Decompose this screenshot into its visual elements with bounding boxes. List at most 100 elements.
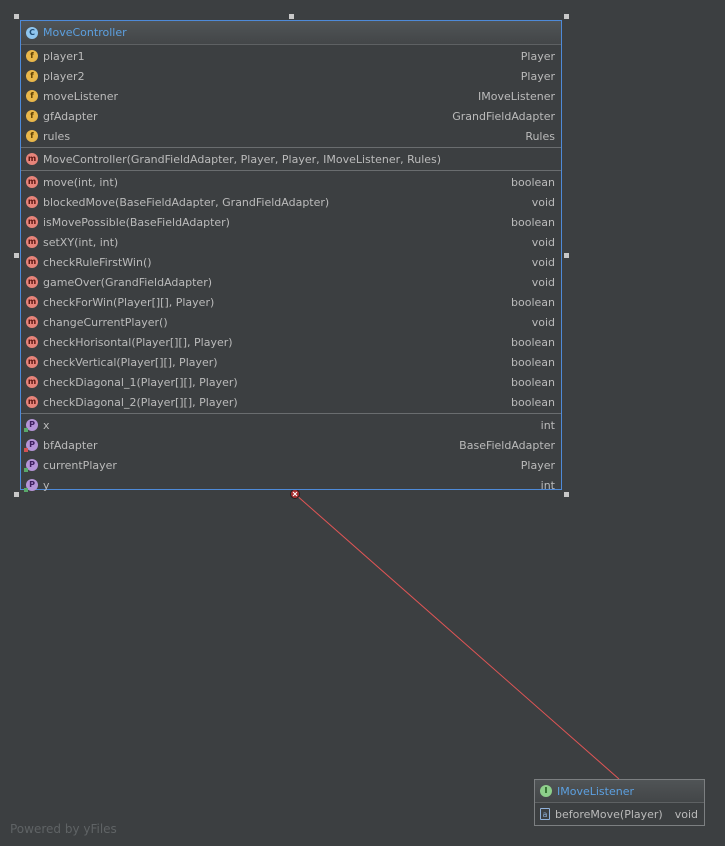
member-name: beforeMove(Player) xyxy=(555,807,663,821)
method-icon: m xyxy=(26,376,38,388)
member-name: moveListener xyxy=(43,89,118,103)
method-icon: m xyxy=(26,216,38,228)
member-name: gfAdapter xyxy=(43,109,98,123)
member-type: boolean xyxy=(511,335,555,349)
method-icon: m xyxy=(26,296,38,308)
member-name: bfAdapter xyxy=(43,438,98,452)
method-icon: m xyxy=(26,256,38,268)
member-name: checkVertical(Player[][], Player) xyxy=(43,355,218,369)
field-icon: f xyxy=(26,50,38,62)
member-name: setXY(int, int) xyxy=(43,235,119,249)
property-icon: P xyxy=(24,459,38,472)
resize-handle-se[interactable] xyxy=(564,492,569,497)
member-type: boolean xyxy=(511,355,555,369)
interface-header[interactable]: I IMoveListener xyxy=(535,780,704,803)
member-type: int xyxy=(540,478,555,492)
public-access-icon xyxy=(24,488,28,492)
method-row[interactable]: m checkHorisontal(Player[][], Player) bool… xyxy=(21,332,561,352)
member-name: checkDiagonal_2(Player[][], Player) xyxy=(43,395,238,409)
member-name: rules xyxy=(43,129,71,143)
method-icon: m xyxy=(26,196,38,208)
field-icon: f xyxy=(26,90,38,102)
member-type: BaseFieldAdapter xyxy=(459,438,555,452)
field-row[interactable]: f moveListener IMoveListener xyxy=(21,86,561,106)
member-type: GrandFieldAdapter xyxy=(452,109,555,123)
member-type: boolean xyxy=(511,375,555,389)
member-type: Rules xyxy=(525,129,555,143)
methods-section: m move(int, int) boolean m blockedMove(BaseF… xyxy=(21,171,561,414)
member-type: void xyxy=(531,255,555,269)
class-icon: C xyxy=(26,26,38,39)
member-type: int xyxy=(540,418,555,432)
field-row[interactable]: f gfAdapter GrandFieldAdapter xyxy=(21,106,561,126)
member-name: blockedMove(BaseFieldAdapter, GrandField… xyxy=(43,195,330,209)
member-name: changeCurrentPlayer() xyxy=(43,315,168,329)
member-type: boolean xyxy=(511,175,555,189)
resize-handle-w[interactable] xyxy=(14,253,19,258)
field-icon: f xyxy=(26,110,38,122)
method-row[interactable]: m move(int, int) boolean xyxy=(21,172,561,192)
member-name: player2 xyxy=(43,69,85,83)
field-icon: f xyxy=(26,130,38,142)
powered-by-label: Powered by yFiles xyxy=(10,822,117,836)
resize-handle-nw[interactable] xyxy=(14,14,19,19)
method-icon: m xyxy=(26,336,38,348)
member-type: IMoveListener xyxy=(478,89,555,103)
class-name: MoveController xyxy=(43,26,127,39)
method-row[interactable]: m checkDiagonal_1(Player[][], Player) bool… xyxy=(21,372,561,392)
property-icon: P xyxy=(24,439,38,452)
association-line[interactable] xyxy=(294,493,620,780)
property-icon: P xyxy=(24,419,38,432)
member-type: void xyxy=(674,807,698,821)
member-name: gameOver(GrandFieldAdapter) xyxy=(43,275,213,289)
method-icon: m xyxy=(26,276,38,288)
resize-handle-sw[interactable] xyxy=(14,492,19,497)
member-type: void xyxy=(531,235,555,249)
interface-icon: I xyxy=(540,785,552,797)
method-icon: m xyxy=(26,153,38,165)
member-name: checkRuleFirstWin() xyxy=(43,255,152,269)
resize-handle-n[interactable] xyxy=(289,14,294,19)
method-row[interactable]: m checkRuleFirstWin() void xyxy=(21,252,561,272)
member-name: checkDiagonal_1(Player[][], Player) xyxy=(43,375,238,389)
public-access-icon xyxy=(24,468,28,472)
member-type: void xyxy=(531,195,555,209)
member-type: Player xyxy=(520,458,555,472)
method-icon: m xyxy=(26,396,38,408)
member-name: checkHorisontal(Player[][], Player) xyxy=(43,335,233,349)
member-name: currentPlayer xyxy=(43,458,117,472)
member-name: move(int, int) xyxy=(43,175,118,189)
member-type: Player xyxy=(520,49,555,63)
constructor-row[interactable]: m MoveController(GrandFieldAdapter, Play… xyxy=(21,149,561,169)
method-icon: m xyxy=(26,176,38,188)
private-access-icon xyxy=(24,448,28,452)
resize-handle-ne[interactable] xyxy=(564,14,569,19)
member-type: void xyxy=(531,315,555,329)
class-header[interactable]: C MoveController xyxy=(21,21,561,45)
member-type: Player xyxy=(520,69,555,83)
property-icon: P xyxy=(24,479,38,492)
resize-handle-e[interactable] xyxy=(564,253,569,258)
method-row[interactable]: m blockedMove(BaseFieldAdapter, GrandFiel… xyxy=(21,192,561,212)
member-type: boolean xyxy=(511,295,555,309)
